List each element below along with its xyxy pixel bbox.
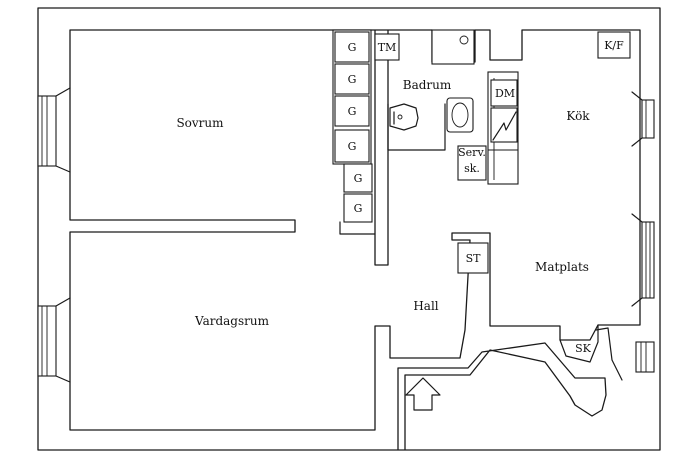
window-right-lower — [635, 341, 655, 373]
room-label-matplats: Matplats — [535, 260, 589, 274]
serv-cabinet — [457, 145, 487, 181]
wardrobe-unit — [343, 193, 373, 223]
tm-unit — [374, 33, 400, 61]
room-label-vardagsrum: Vardagsrum — [194, 314, 270, 328]
toilet-seat — [397, 114, 403, 120]
st-unit — [457, 242, 489, 274]
window-left-upper — [37, 87, 71, 173]
fixture-label-st: ST — [466, 252, 482, 265]
shower-tray — [431, 29, 475, 65]
fixture-label-kf: K/F — [604, 39, 624, 52]
wardrobe-unit — [334, 31, 370, 63]
room-label-hall: Hall — [413, 299, 438, 313]
wardrobe-unit — [334, 95, 370, 127]
wardrobe-unit — [334, 63, 370, 95]
window-right-upper — [631, 91, 655, 147]
wardrobe-unit — [343, 163, 373, 193]
fixture-label-g: G — [354, 172, 363, 185]
kf-unit — [597, 31, 631, 59]
fixture-label-serv: sk. — [464, 162, 480, 175]
dm-unit — [490, 79, 518, 107]
fixture-label-dm: DM — [495, 87, 515, 100]
wardrobe-unit — [334, 129, 370, 163]
shower-drain — [459, 35, 469, 45]
hall-door-swing — [595, 327, 623, 381]
basin-bowl — [451, 102, 469, 128]
room-label-sovrum: Sovrum — [176, 116, 224, 130]
arrow-up-icon — [405, 377, 441, 411]
badrum-partition — [387, 103, 446, 151]
toilet-icon — [389, 103, 419, 131]
room-label-kok: Kök — [566, 109, 590, 123]
fixture-label-g: G — [354, 202, 363, 215]
fixture-label-g: G — [348, 105, 357, 118]
fixture-label-g: G — [348, 140, 357, 153]
hall-partition — [339, 221, 376, 235]
room-label-badrum: Badrum — [403, 78, 452, 92]
sk-closet — [559, 324, 599, 363]
fixture-label-serv: Serv. — [458, 146, 486, 159]
stove-icon — [492, 111, 517, 141]
fixture-label-g: G — [348, 41, 357, 54]
fixture-label-g: G — [348, 73, 357, 86]
fixture-label-sk: SK — [575, 342, 592, 355]
window-right-middle — [631, 213, 655, 307]
basin — [446, 97, 474, 133]
fixture-label-tm: TM — [378, 41, 397, 54]
window-left-lower — [37, 297, 71, 383]
